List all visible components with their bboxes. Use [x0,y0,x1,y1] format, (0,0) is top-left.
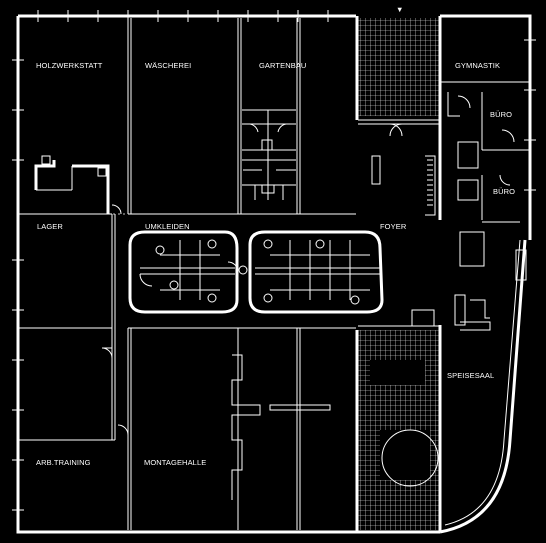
lager-block [18,155,122,441]
entrance-marker: ▼ [396,5,404,14]
room-label-holzwerkstatt: HOLZWERKSTATT [36,61,103,70]
room-label-montagehalle: MONTAGEHALLE [144,458,206,467]
column-ticks [12,10,536,511]
east-offices [440,81,530,331]
foyer-block [358,119,440,327]
courtyard-north [357,18,440,116]
room-label-waescherei: WÄSCHEREI [145,61,191,70]
room-label-umkleiden: UMKLEIDEN [145,222,190,231]
room-label-speisesaal: SPEISESAAL [447,371,494,380]
room-label-buero-2: BÜRO [493,187,515,196]
room-label-lager: LAGER [37,222,63,231]
room-label-gymnastik: GYMNASTIK [455,61,500,70]
speisesaal-table [381,429,439,487]
north-workshops [18,18,356,215]
south-montagehalle [117,327,356,530]
room-label-gartenbau: GARTENBAU [259,61,306,70]
umkleiden-pods [128,230,384,314]
room-label-foyer: FOYER [380,222,407,231]
outer-walls [16,14,532,534]
room-label-arbtraining: ARB.TRAINING [36,458,91,467]
room-label-buero-1: BÜRO [490,110,512,119]
